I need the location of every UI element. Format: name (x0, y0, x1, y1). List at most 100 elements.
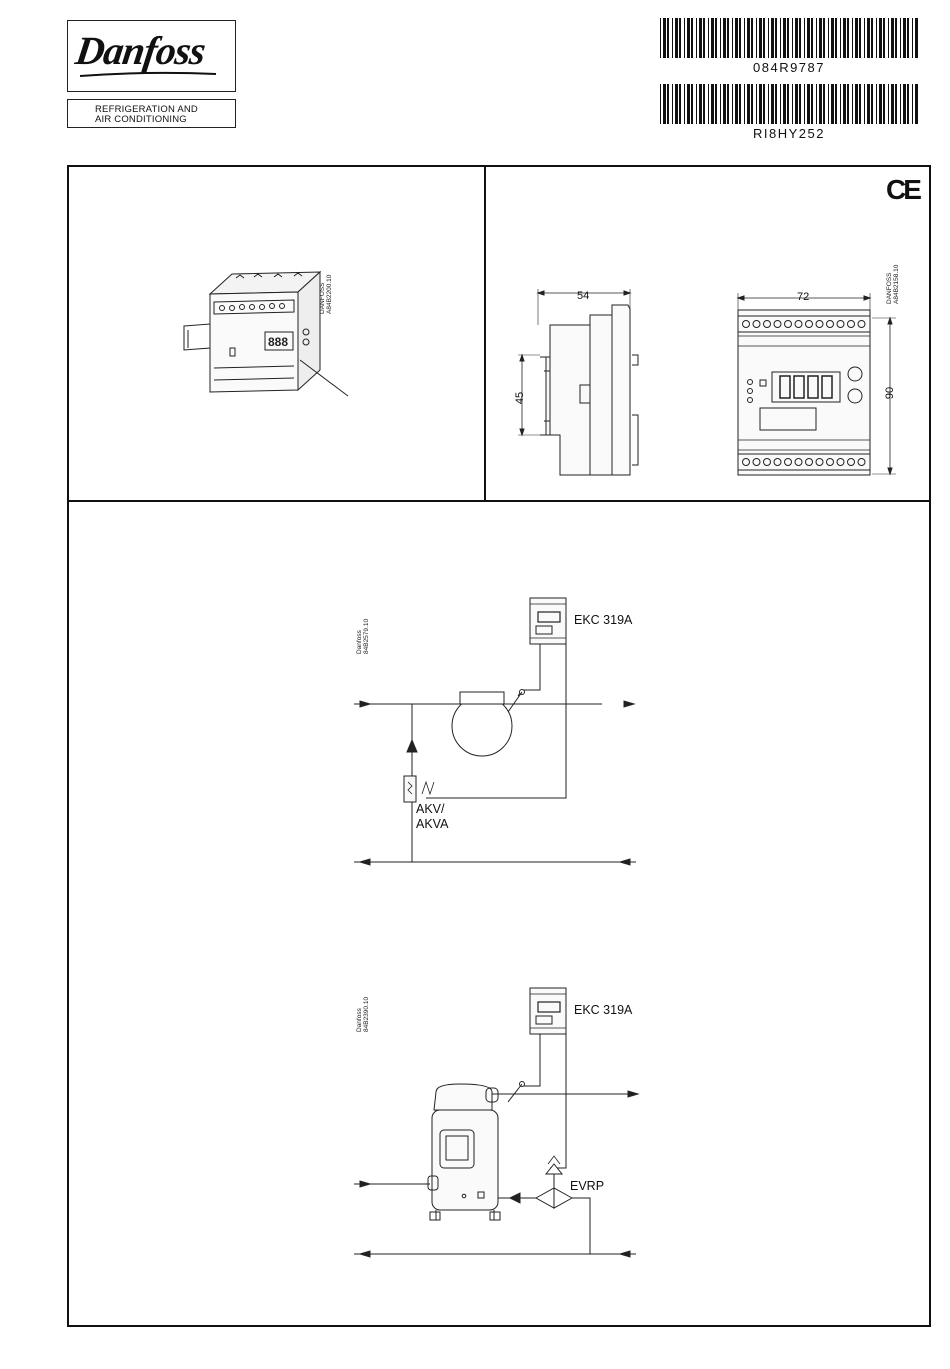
barcode-bar (787, 84, 789, 124)
barcode-bar (720, 84, 721, 124)
barcode-bar (732, 84, 733, 124)
division-line-2: AIR CONDITIONING (95, 115, 235, 125)
barcode-bar (907, 18, 909, 58)
barcode-bar (804, 18, 805, 58)
barcode-bar (864, 84, 865, 124)
barcode-bar (744, 18, 745, 58)
barcode-bar (756, 84, 757, 124)
barcode-bar (751, 84, 753, 124)
barcode-bar (895, 84, 897, 124)
barcode-bar (756, 18, 757, 58)
barcode-2-label: RI8HY252 (658, 126, 920, 141)
barcode-bar (811, 84, 813, 124)
barcode-bar (780, 18, 781, 58)
diagram-1-ref: Danfoss 84B2579.10 (356, 619, 370, 654)
barcode-bar (795, 18, 798, 58)
barcode-bar (744, 84, 745, 124)
barcode-bar (835, 84, 837, 124)
diagram-1-valve-label-line-1: AKV/ (416, 802, 448, 817)
barcode-bar (675, 84, 678, 124)
dimension-ref-line-2: A84B2158.10 (893, 265, 900, 304)
barcode-2 (658, 84, 920, 124)
barcode-bar (867, 84, 870, 124)
diagram-2-ref: Danfoss 84B2390.10 (356, 997, 370, 1032)
barcode-bar (871, 18, 873, 58)
barcode-bar (811, 18, 813, 58)
svg-text:888: 888 (268, 335, 288, 349)
barcode-bar (843, 18, 846, 58)
barcode-bar (859, 18, 861, 58)
barcode-bar (727, 18, 729, 58)
barcode-bar (840, 18, 841, 58)
diagram-2-controller-label: EKC 319A (574, 1003, 632, 1018)
barcode-bar (828, 84, 829, 124)
barcode-bar (747, 18, 750, 58)
diagram-1-akv (340, 590, 660, 880)
barcode-bar (672, 84, 673, 124)
barcode-bar (807, 18, 810, 58)
product-ref-line-2: A84B2200.10 (326, 275, 333, 314)
barcode-bar (723, 18, 726, 58)
barcode-bar (864, 18, 865, 58)
division-label: REFRIGERATION AND AIR CONDITIONING (67, 99, 236, 128)
barcode-bar (720, 18, 721, 58)
logo-wordmark: Danfoss (73, 27, 208, 74)
barcode-bar (879, 84, 882, 124)
barcode-bar (843, 84, 846, 124)
barcode-bar (816, 84, 817, 124)
barcode-bar (727, 84, 729, 124)
barcode-bar (771, 84, 774, 124)
barcode-bar (852, 84, 853, 124)
barcode-bar (891, 84, 894, 124)
barcode-bar (684, 18, 685, 58)
barcode-bar (675, 18, 678, 58)
dim-width-front: 72 (797, 291, 809, 303)
barcode-bar (903, 18, 906, 58)
barcode-bar (912, 18, 913, 58)
barcode-bar (855, 84, 858, 124)
diagram-2-evrp (340, 980, 660, 1270)
barcode-bar (883, 18, 885, 58)
barcode-bar (759, 84, 762, 124)
barcode-bar (667, 18, 669, 58)
diagram-1-valve-label: AKV/ AKVA (416, 802, 448, 832)
panel-divider-vertical (484, 165, 486, 501)
barcode-bar (783, 84, 786, 124)
barcode-bar (900, 18, 901, 58)
barcode-bar (715, 84, 717, 124)
barcode-bar (663, 18, 666, 58)
barcode-bar (847, 18, 849, 58)
front-view-drawing (730, 288, 910, 483)
barcode-bar (775, 84, 777, 124)
barcode-bar (715, 18, 717, 58)
barcode-bar (699, 84, 702, 124)
barcode-bar (855, 18, 858, 58)
barcode-bar (819, 84, 822, 124)
barcode-bar (792, 18, 793, 58)
barcode-bar (903, 84, 906, 124)
barcode-bar (804, 84, 805, 124)
barcode-bar (852, 18, 853, 58)
barcode-bar (691, 84, 693, 124)
barcode-bar (828, 18, 829, 58)
dim-width-side: 54 (577, 290, 589, 302)
diagram-2-ref-line-2: 84B2390.10 (363, 997, 370, 1032)
barcode-bar (739, 18, 741, 58)
barcode-bar (679, 18, 681, 58)
barcode-bar (783, 18, 786, 58)
barcode-bar (723, 84, 726, 124)
barcode-bar (703, 84, 705, 124)
ce-mark: CE (886, 174, 919, 206)
diagram-2-ref-line-1: Danfoss (356, 997, 363, 1032)
barcode-bar (708, 18, 709, 58)
barcode-bar (691, 18, 693, 58)
barcode-bar (751, 18, 753, 58)
barcode-bar (735, 84, 738, 124)
dim-height-front: 90 (884, 387, 896, 399)
barcode-bar (792, 84, 793, 124)
barcode-bar (660, 84, 661, 124)
barcode-1 (658, 18, 920, 58)
barcode-bar (876, 18, 877, 58)
barcode-bar (900, 84, 901, 124)
barcode-bar (876, 84, 877, 124)
